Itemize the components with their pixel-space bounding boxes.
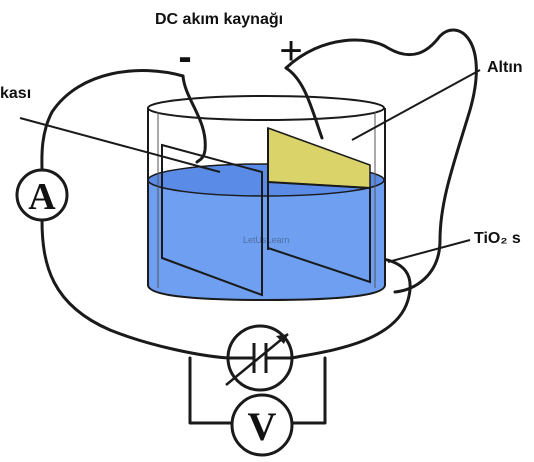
gold-electrode xyxy=(267,126,371,284)
watermark-text: LetUsLearn xyxy=(243,235,290,245)
negative-wire-to-ammeter xyxy=(40,69,185,172)
plus-terminal-label: + xyxy=(279,29,302,73)
solution-liquid xyxy=(148,180,385,300)
gold-label: Altın xyxy=(487,59,523,76)
voltmeter-circle xyxy=(230,393,294,457)
ammeter-wire-to-rheostat xyxy=(40,218,230,360)
rheostat xyxy=(225,324,294,392)
rheostat-wire-to-gold xyxy=(290,256,412,360)
source-label: DC akım kaynağı xyxy=(155,11,283,28)
left-plate-leader xyxy=(19,117,221,173)
left-electrode xyxy=(161,143,263,297)
gold-leader xyxy=(351,69,481,141)
rheostat-arrow-line xyxy=(225,333,289,386)
left-plate-label: kası xyxy=(0,85,31,102)
positive-wire-to-gold xyxy=(284,66,324,140)
beaker-walls xyxy=(147,108,386,302)
voltmeter-branch xyxy=(188,356,327,425)
minus-terminal-label: - xyxy=(178,35,191,79)
left-plate xyxy=(161,143,263,297)
beaker-rim xyxy=(147,95,385,121)
solution-leader xyxy=(387,239,471,263)
ammeter-letter: A xyxy=(28,176,56,218)
gold-plate-above xyxy=(267,126,371,189)
rheostat-arrow-icon xyxy=(276,334,288,344)
ammeter: A xyxy=(15,168,69,222)
positive-wire-loop xyxy=(284,28,478,294)
ammeter-circle xyxy=(15,168,69,222)
solution-label: TiO₂ s xyxy=(474,230,521,247)
negative-wire-to-plate xyxy=(181,74,207,164)
beaker xyxy=(147,95,386,302)
voltmeter-letter: V xyxy=(248,404,277,449)
voltmeter: V xyxy=(230,393,294,457)
